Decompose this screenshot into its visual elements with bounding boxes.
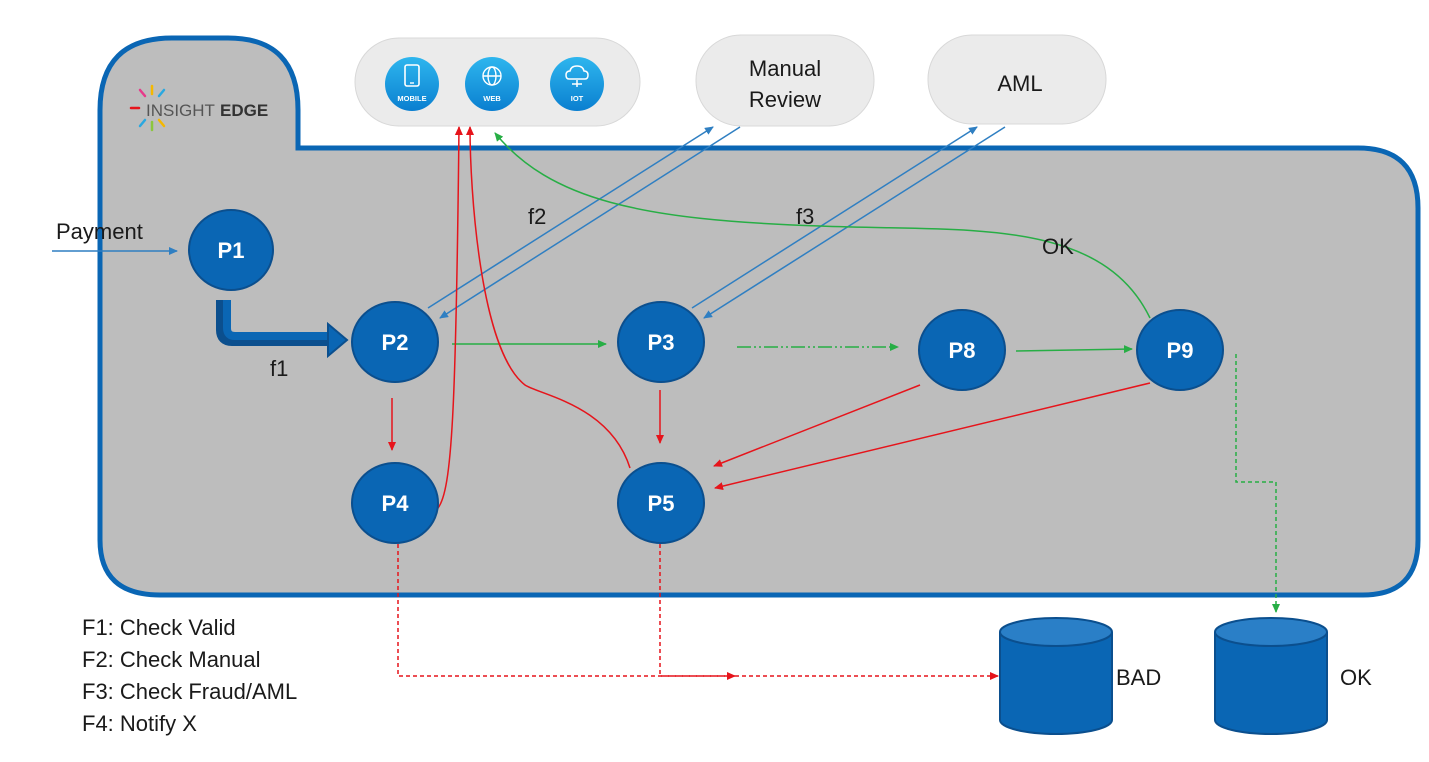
node-p5-label: P5 — [648, 491, 675, 516]
aml-to-p3 — [703, 126, 1006, 319]
aml-label: AML — [997, 71, 1042, 96]
p9-to-ok-store — [1235, 354, 1280, 613]
p2-to-manual-review — [427, 126, 714, 309]
channel-iot-label: IOT — [571, 94, 584, 103]
legend-item: F4: Notify X — [82, 711, 197, 736]
p9-to-web-ok — [494, 132, 1151, 319]
edge-label-f1: f1 — [270, 356, 288, 381]
ok-store-label: OK — [1340, 665, 1372, 690]
globe-icon — [482, 66, 502, 86]
logo-prefix: INSIGHT — [146, 101, 215, 120]
node-p4[interactable]: P4 — [351, 462, 439, 544]
node-p9-label: P9 — [1167, 338, 1194, 363]
node-p4-label: P4 — [382, 491, 410, 516]
edge-label-f2: f2 — [528, 204, 546, 229]
insightedge-container — [97, 35, 1421, 598]
edge-label-ok: OK — [1042, 234, 1074, 259]
bad-store[interactable]: BAD — [999, 617, 1161, 735]
mobile-icon — [404, 64, 420, 87]
channel-mobile[interactable]: MOBILE — [385, 57, 439, 111]
node-p1[interactable]: P1 — [188, 209, 274, 291]
p3-to-aml — [691, 126, 978, 309]
edge-label-f3: f3 — [796, 204, 814, 229]
legend-item: F3: Check Fraud/AML — [82, 679, 298, 704]
f1-arrow — [216, 300, 349, 359]
p5-to-web — [466, 126, 631, 469]
logo-suffix: EDGE — [220, 101, 268, 120]
manual-review-line1: Manual — [749, 56, 821, 81]
node-p2-label: P2 — [382, 330, 409, 355]
channel-mobile-label: MOBILE — [397, 94, 426, 103]
node-p2[interactable]: P2 — [351, 301, 439, 383]
manual-review-service: Manual Review — [695, 34, 875, 127]
p9-to-p5 — [714, 382, 1151, 491]
manual-review-line2: Review — [749, 87, 821, 112]
node-p9[interactable]: P9 — [1136, 309, 1224, 391]
manual-review-to-p2 — [439, 126, 741, 319]
p4-to-mobile — [437, 126, 463, 509]
p4-to-bad-store — [397, 544, 999, 680]
legend-item: F1: Check Valid — [82, 615, 236, 640]
p8-to-p5 — [713, 384, 921, 467]
bad-store-label: BAD — [1116, 665, 1161, 690]
legend: F1: Check Valid F2: Check Manual F3: Che… — [82, 612, 297, 740]
ok-store[interactable]: OK — [1214, 617, 1372, 735]
aml-service: AML — [927, 34, 1107, 125]
node-p3-label: P3 — [648, 330, 675, 355]
channel-web[interactable]: WEB — [465, 57, 519, 111]
node-p1-label: P1 — [218, 238, 245, 263]
node-p5[interactable]: P5 — [617, 462, 705, 544]
legend-item: F2: Check Manual — [82, 647, 261, 672]
payment-label: Payment — [56, 219, 143, 244]
node-p3[interactable]: P3 — [617, 301, 705, 383]
insightedge-logo: INSIGHT EDGE — [129, 84, 268, 132]
node-p8-label: P8 — [949, 338, 976, 363]
channel-iot[interactable]: IOT — [550, 57, 604, 111]
channel-web-label: WEB — [483, 94, 501, 103]
cloud-icon — [565, 65, 589, 87]
p5-to-bad-store — [659, 544, 736, 680]
logo-burst-icon — [129, 84, 166, 132]
p8-to-p9 — [1015, 345, 1133, 354]
node-p8[interactable]: P8 — [918, 309, 1006, 391]
